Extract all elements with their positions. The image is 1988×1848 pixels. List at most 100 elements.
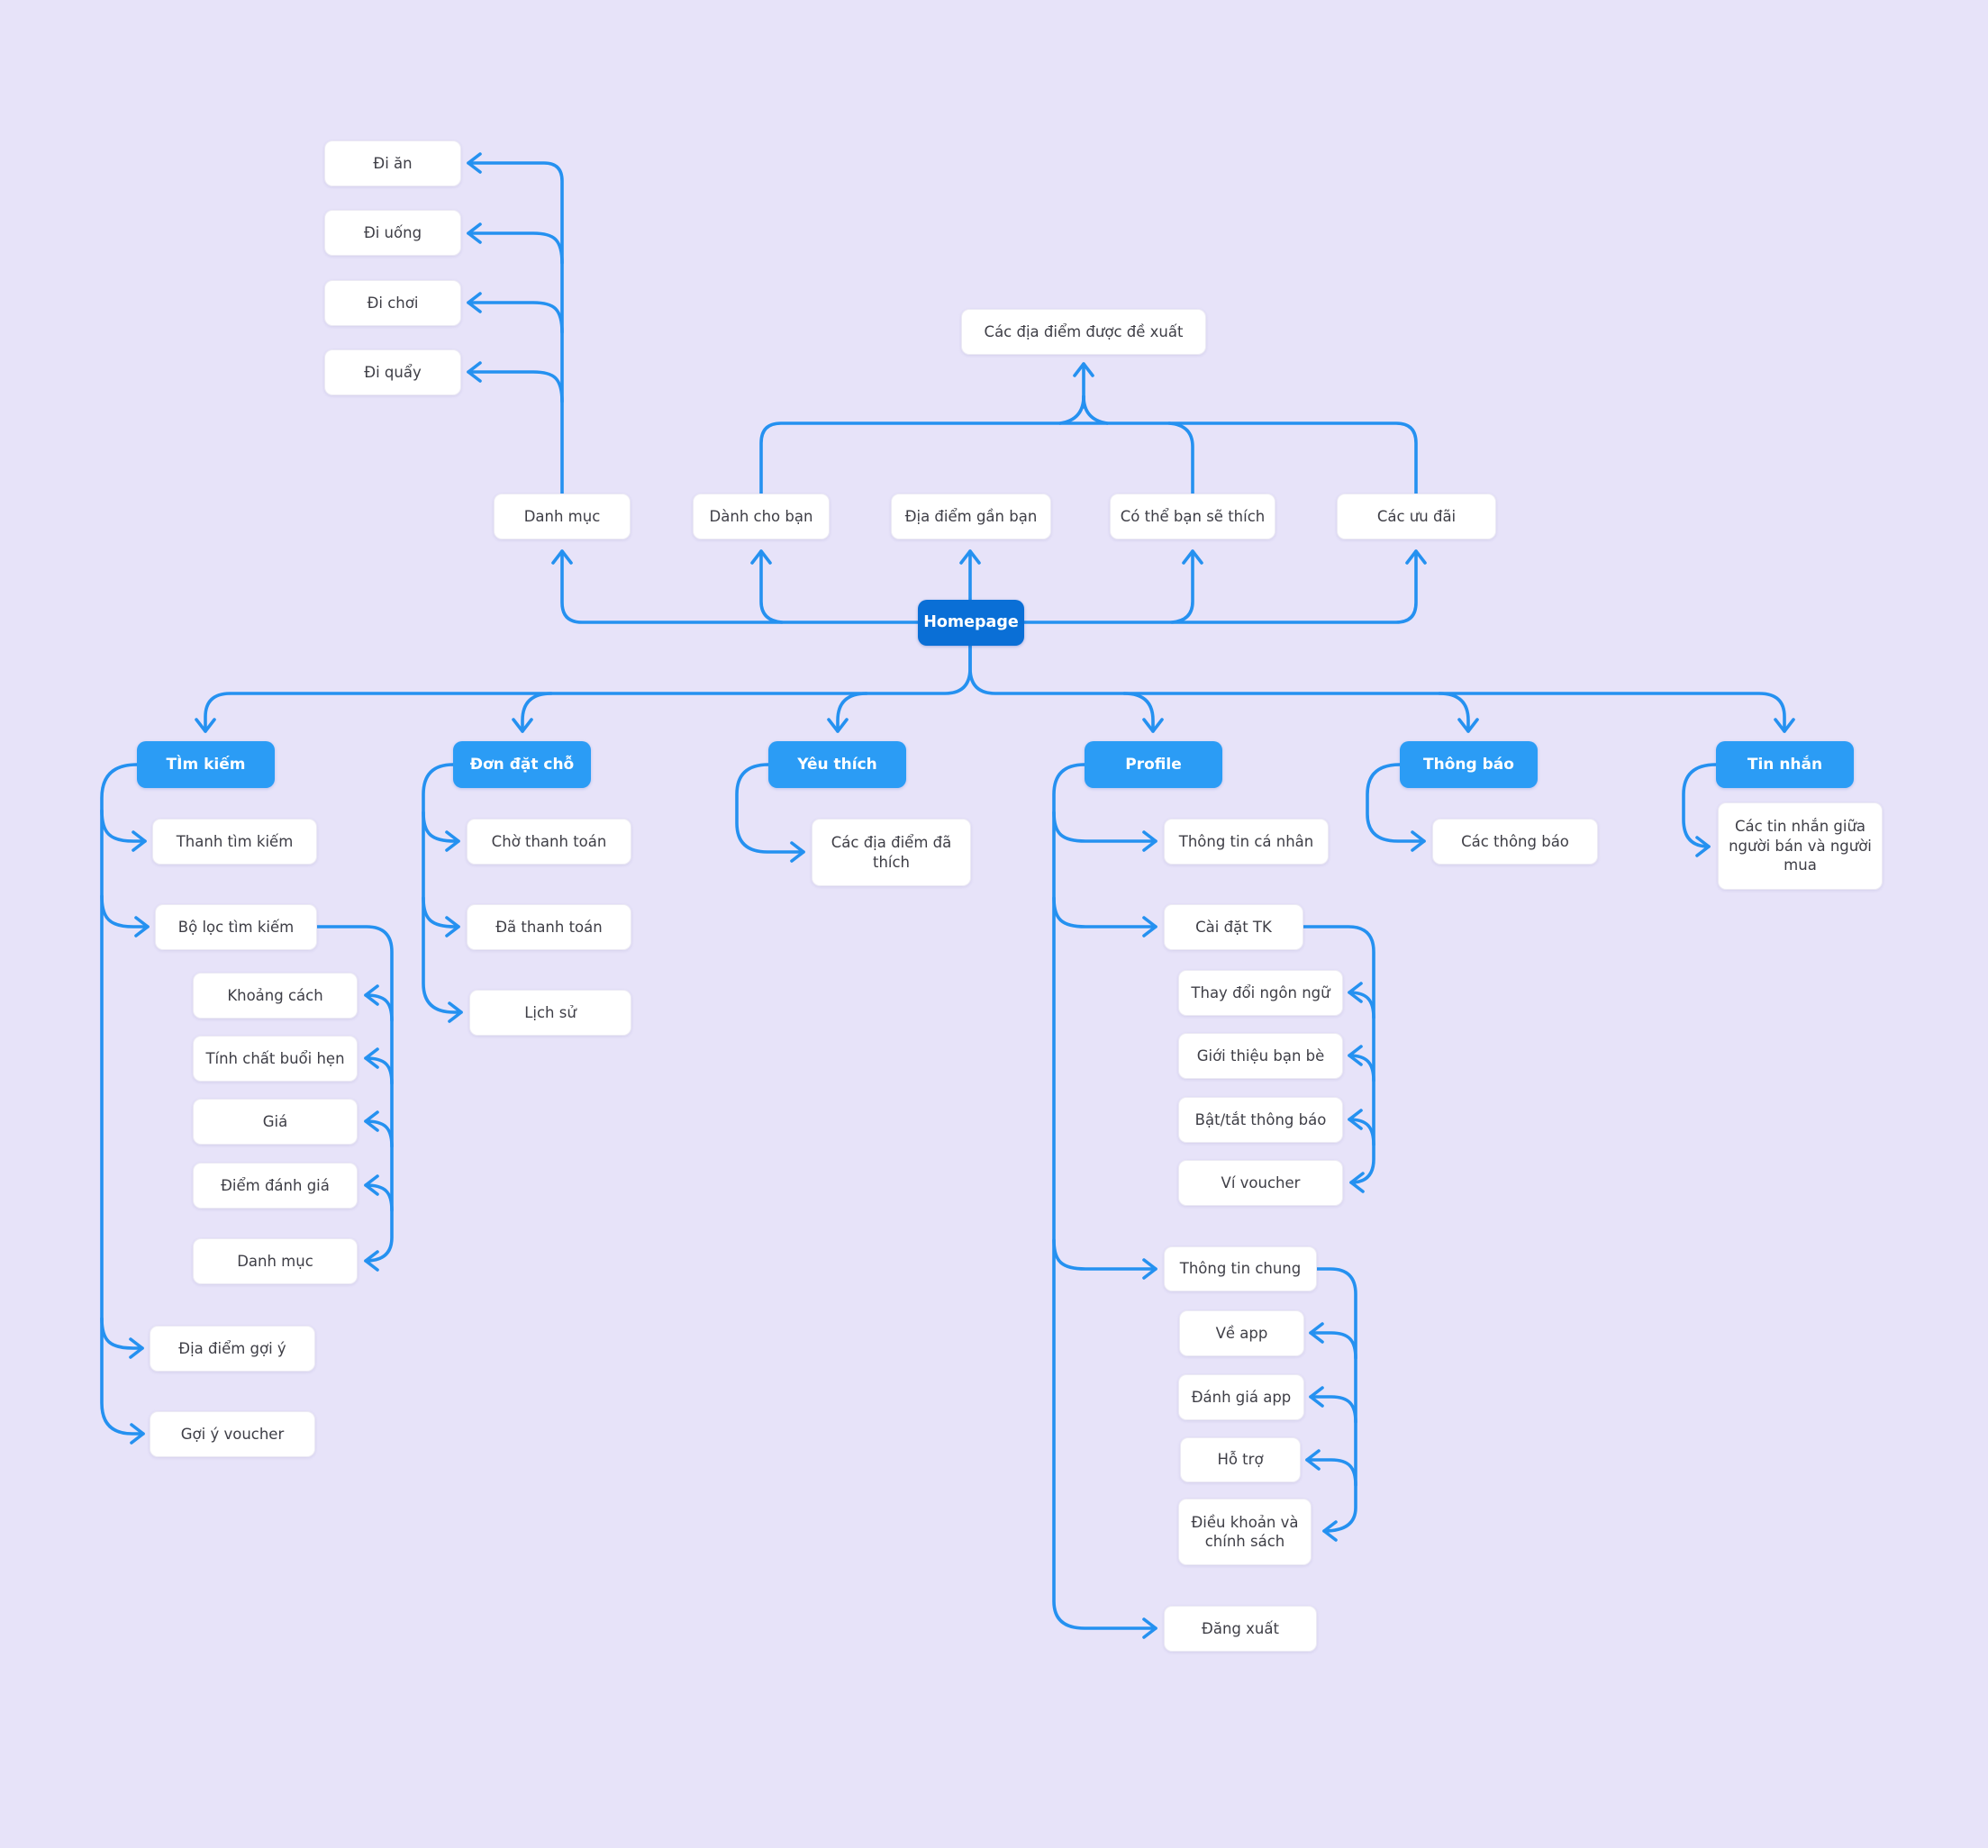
node-label: Hỗ trợ — [1217, 1451, 1264, 1469]
node-thong-bao[interactable]: Thông báo — [1400, 741, 1538, 788]
node-label: Profile — [1125, 755, 1182, 774]
node-label: Yêu thích — [797, 755, 877, 774]
node-dang-xuat[interactable]: Đăng xuất — [1164, 1606, 1317, 1652]
connector-caidattk-trunk — [1302, 925, 1375, 1193]
node-dia-diem-goi-y[interactable]: Địa điểm gợi ý — [150, 1326, 315, 1372]
node-yeu-thich[interactable]: Yêu thích — [768, 741, 906, 788]
connector-home-uudai — [1021, 549, 1427, 624]
node-label: Đi chơi — [367, 294, 419, 312]
connector-bracket-peak-left — [1058, 394, 1085, 425]
node-label: Dành cho bạn — [709, 507, 813, 525]
node-label: Đi uống — [363, 223, 422, 241]
connector-bracket-sethich — [1167, 421, 1194, 495]
connector-khoangcach — [364, 984, 394, 1022]
connector-fan-yeuthich — [827, 692, 868, 733]
node-gia[interactable]: Giá — [193, 1099, 358, 1145]
node-danh-gia-app[interactable]: Đánh giá app — [1178, 1374, 1304, 1420]
connector-danhmuc-trunk — [467, 152, 564, 495]
node-tim-kiem[interactable]: TÌm kiếm — [137, 741, 275, 788]
connector-cacthongbao — [1366, 763, 1426, 852]
node-label: Thông tin cá nhân — [1178, 832, 1314, 850]
node-danh-muc-sub[interactable]: Danh mục — [193, 1238, 358, 1284]
node-label: Đi quẩy — [364, 363, 422, 381]
node-label: Điểm đánh giá — [221, 1176, 330, 1194]
connector-boloc-trunk — [315, 925, 394, 1272]
connector-di-uong — [467, 222, 564, 265]
connector-gia — [364, 1110, 394, 1148]
node-label: Đăng xuất — [1202, 1619, 1279, 1637]
node-label: Chờ thanh toán — [491, 832, 607, 850]
node-label: Gợi ý voucher — [180, 1425, 285, 1443]
node-label: Tính chất buổi hẹn — [205, 1049, 345, 1067]
node-label: Điều khoản và chính sách — [1191, 1513, 1299, 1550]
node-danh-muc[interactable]: Danh mục — [494, 494, 631, 539]
node-profile[interactable]: Profile — [1085, 741, 1222, 788]
node-gioi-thieu-ban-be[interactable]: Giới thiệu bạn bè — [1178, 1033, 1343, 1079]
node-tinh-chat-buoi-hen[interactable]: Tính chất buổi hẹn — [193, 1036, 358, 1082]
node-ve-app[interactable]: Về app — [1179, 1310, 1304, 1356]
node-di-uong[interactable]: Đi uống — [324, 210, 461, 256]
connector-fan-thongbao — [1438, 692, 1479, 733]
connector-di-quay — [467, 361, 564, 403]
connector-chothanhtoan — [422, 811, 460, 852]
node-label: Lịch sử — [524, 1003, 576, 1021]
node-di-an[interactable]: Đi ăn — [324, 140, 461, 186]
node-label: Đi ăn — [373, 154, 413, 172]
node-tin-nhan-sub[interactable]: Các tin nhắn giữa người bán và người mua — [1718, 802, 1883, 890]
node-di-quay[interactable]: Đi quẩy — [324, 349, 461, 395]
node-cai-dat-tk[interactable]: Cài đặt TK — [1164, 904, 1303, 950]
connector-ttcanhan — [1052, 811, 1157, 852]
node-label: Danh mục — [237, 1252, 313, 1270]
node-label: Có thể bạn sẽ thích — [1120, 507, 1266, 525]
node-label: Homepage — [923, 613, 1019, 632]
node-label: Địa điểm gợi ý — [178, 1339, 286, 1357]
node-label: Các địa điểm được đề xuất — [984, 322, 1184, 340]
node-khoang-cach[interactable]: Khoảng cách — [193, 973, 358, 1019]
node-tt-chung[interactable]: Thông tin chung — [1164, 1246, 1317, 1291]
node-da-thich[interactable]: Các địa điểm đã thích — [812, 819, 971, 886]
node-bat-tat-thong-bao[interactable]: Bật/tắt thông báo — [1178, 1097, 1343, 1143]
connector-profile-trunk — [1052, 763, 1157, 1639]
node-homepage[interactable]: Homepage — [918, 600, 1024, 646]
node-label: Bật/tắt thông báo — [1194, 1110, 1327, 1128]
node-tin-nhan[interactable]: Tin nhắn — [1716, 741, 1854, 788]
node-uu-dai[interactable]: Các ưu đãi — [1337, 494, 1496, 539]
node-cac-thong-bao[interactable]: Các thông báo — [1432, 819, 1598, 865]
node-cho-thanh-toan[interactable]: Chờ thanh toán — [467, 819, 631, 865]
node-de-xuat[interactable]: Các địa điểm được đề xuất — [961, 309, 1206, 355]
node-label: Các địa điểm đã thích — [831, 834, 952, 871]
node-vi-voucher[interactable]: Ví voucher — [1178, 1160, 1343, 1206]
node-goi-y-voucher[interactable]: Gợi ý voucher — [150, 1411, 315, 1457]
node-label: Giới thiệu bạn bè — [1196, 1046, 1325, 1064]
node-thanh-tim-kiem[interactable]: Thanh tìm kiếm — [152, 819, 317, 865]
node-thay-doi-ngon-ngu[interactable]: Thay đổi ngôn ngữ — [1178, 970, 1343, 1016]
connector-dondatcho-trunk — [422, 763, 463, 1023]
node-dieu-khoan[interactable]: Điều khoản và chính sách — [1178, 1499, 1312, 1565]
connector-diemdanhgia — [364, 1174, 394, 1212]
node-label: Đánh giá app — [1191, 1388, 1292, 1406]
node-label: Đã thanh toán — [495, 918, 603, 936]
node-ho-tro[interactable]: Hỗ trợ — [1180, 1437, 1301, 1482]
node-se-thich[interactable]: Có thể bạn sẽ thích — [1110, 494, 1275, 539]
node-label: Bộ lọc tìm kiếm — [177, 918, 295, 936]
node-da-thanh-toan[interactable]: Đã thanh toán — [467, 904, 631, 950]
node-lich-su[interactable]: Lịch sử — [469, 990, 631, 1036]
node-label: Các thông báo — [1461, 832, 1569, 850]
connector-home-danhmuc — [551, 549, 920, 624]
node-gan-ban[interactable]: Địa điểm gần bạn — [891, 494, 1051, 539]
connector-di-choi — [467, 292, 564, 334]
node-danh-cho-ban[interactable]: Dành cho bạn — [693, 494, 830, 539]
connector-fan-profile — [1122, 692, 1164, 733]
connector-thanhtimkiem — [100, 809, 147, 852]
node-di-choi[interactable]: Đi chơi — [324, 280, 461, 326]
connector-boloc — [100, 894, 150, 938]
node-don-dat-cho[interactable]: Đơn đặt chỗ — [453, 741, 591, 788]
connector-tinnhan-sub — [1682, 763, 1718, 857]
connector-fan-left — [195, 644, 972, 733]
node-diem-danh-gia[interactable]: Điểm đánh giá — [193, 1163, 358, 1209]
node-label: Về app — [1215, 1324, 1268, 1342]
connector-fan-right — [968, 644, 1795, 733]
node-bo-loc-tim-kiem[interactable]: Bộ lọc tìm kiếm — [155, 904, 317, 950]
connector-home-sethich — [1170, 549, 1203, 624]
node-tt-ca-nhan[interactable]: Thông tin cá nhân — [1164, 819, 1329, 865]
